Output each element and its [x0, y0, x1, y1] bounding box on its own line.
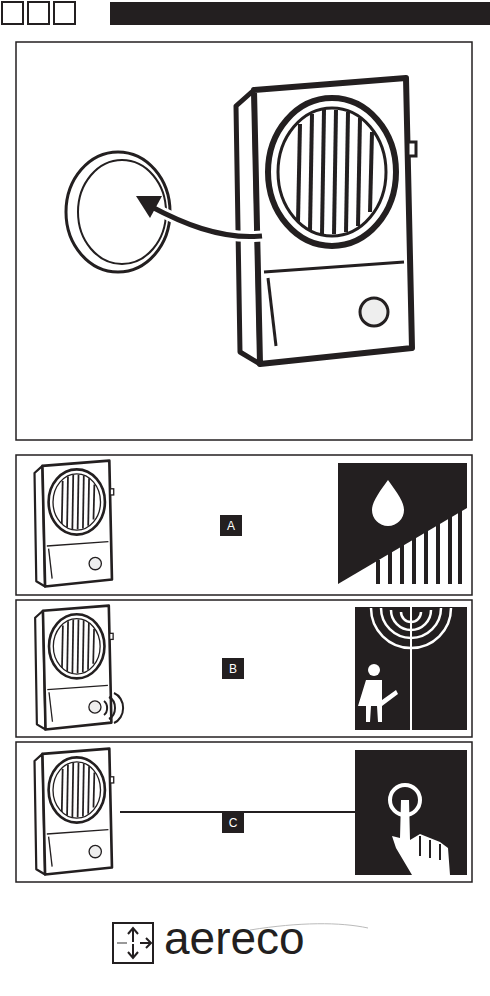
panel-letter: A [227, 520, 235, 532]
fan-unit [236, 78, 416, 364]
fan-small [35, 606, 113, 730]
fan-small [35, 749, 114, 875]
panel-letter: C [229, 817, 238, 829]
mount-arrow [136, 196, 262, 237]
header [2, 2, 490, 25]
fan-small [35, 461, 114, 587]
switch-icon [120, 750, 467, 875]
humidity-icon [338, 463, 467, 584]
panels [16, 42, 472, 882]
brand-name: aereco [164, 915, 305, 961]
letter-box: B [222, 658, 244, 679]
letter-box: A [220, 515, 242, 536]
panel-letter: B [229, 663, 237, 675]
sound-waves [104, 693, 123, 723]
logo-icon [113, 923, 153, 963]
letter-box: C [222, 812, 244, 833]
presence-icon [355, 607, 467, 730]
